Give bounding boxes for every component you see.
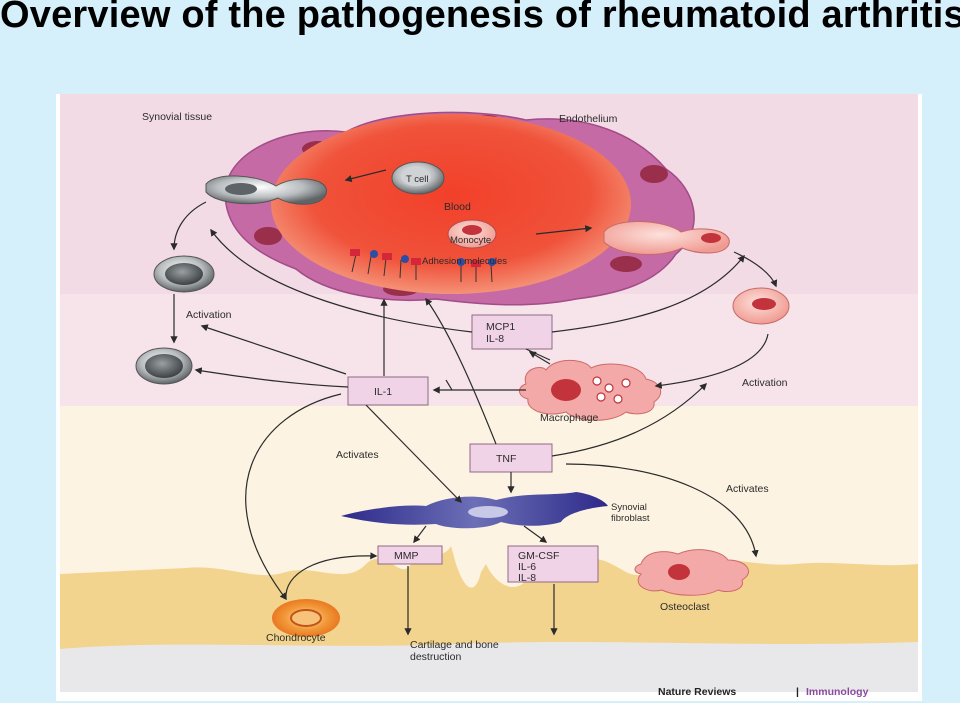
box-il1-text: IL-1 <box>374 386 392 398</box>
box-mcp1-text: MCP1 <box>486 321 515 333</box>
pathogenesis-diagram: Blood Adhesion molecules T cell Monocyte <box>56 94 922 701</box>
monocyte-tissue <box>732 287 790 325</box>
bone-deep <box>60 642 918 692</box>
label-activates-left: Activates <box>336 449 379 461</box>
monocyte-extravasating <box>603 221 730 256</box>
label-adhesion-molecules: Adhesion molecules <box>422 256 507 267</box>
label-macrophage: Macrophage <box>540 412 599 424</box>
box-tnf: TNF <box>469 443 553 473</box>
arrows <box>170 169 778 636</box>
endothelial-nucleus <box>254 227 282 245</box>
label-destruction-1: Cartilage and bone <box>410 639 499 651</box>
box-il6-text: IL-6 <box>518 561 536 573</box>
box-mmp: MMP <box>377 545 443 565</box>
slide-title: Overview of the pathogenesis of rheumato… <box>0 0 960 36</box>
macrophage <box>519 359 662 421</box>
label-monocyte: Monocyte <box>450 235 491 246</box>
t-cell-extravasating <box>205 175 327 205</box>
chondrocyte <box>272 599 340 637</box>
box-mmp-text: MMP <box>394 550 419 562</box>
label-activation-left: Activation <box>186 309 232 321</box>
credit-journal: Nature Reviews <box>658 686 736 698</box>
label-synovial-fibroblast-1: Synovial <box>611 502 647 513</box>
box-il8-text: IL-8 <box>486 333 504 345</box>
endothelial-nucleus <box>640 165 668 183</box>
osteoclast <box>634 549 749 596</box>
t-cell-activated <box>135 347 193 385</box>
label-activates-right: Activates <box>726 483 769 495</box>
box-mcp1-il8: MCP1 IL-8 <box>471 314 553 350</box>
endothelial-nucleus <box>610 256 642 272</box>
box-gmcsf-text: GM-CSF <box>518 550 559 562</box>
box-il8b-text: IL-8 <box>518 572 536 584</box>
label-t-cell: T cell <box>406 174 429 185</box>
label-destruction-2: destruction <box>410 651 462 663</box>
figure-credit: Nature Reviews | Immunology <box>658 686 869 698</box>
adhesion-molecules <box>350 249 496 283</box>
label-endothelium: Endothelium <box>559 113 618 125</box>
label-osteoclast: Osteoclast <box>660 601 710 613</box>
label-activation-right: Activation <box>742 377 788 389</box>
label-synovial-fibroblast-2: fibroblast <box>611 513 650 524</box>
label-chondrocyte: Chondrocyte <box>266 632 326 644</box>
monocyte <box>447 219 497 249</box>
t-cell <box>391 161 445 195</box>
box-il1: IL-1 <box>347 376 429 406</box>
credit-section: Immunology <box>806 686 869 698</box>
box-gmcsf-il6-il8: GM-CSF IL-6 IL-8 <box>507 545 599 584</box>
blood-lumen <box>271 114 631 294</box>
label-blood: Blood <box>444 201 471 213</box>
t-cell-resting <box>153 255 215 293</box>
synovial-fibroblast <box>341 492 608 529</box>
label-synovial-tissue: Synovial tissue <box>142 111 212 123</box>
credit-separator: | <box>796 686 799 698</box>
box-tnf-text: TNF <box>496 453 516 465</box>
